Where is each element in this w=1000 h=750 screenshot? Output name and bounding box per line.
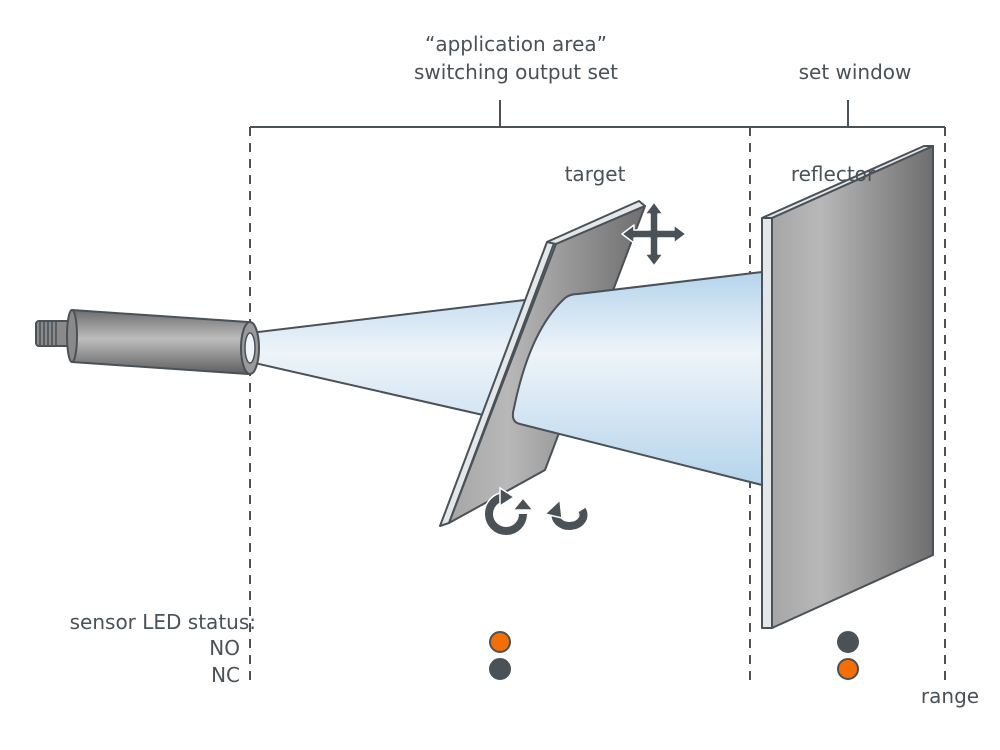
sensor-device: [35, 309, 260, 375]
led-no-label: NO: [209, 636, 240, 660]
range-label: range: [921, 684, 979, 708]
led-window-no: [837, 631, 859, 653]
reflector-plate: [761, 145, 934, 629]
set-window-label: set window: [799, 60, 912, 84]
rotate-ccw-icon: [543, 498, 588, 530]
application-area-label-line2: switching output set: [414, 60, 618, 84]
led-window-nc: [837, 658, 859, 680]
led-status-title: sensor LED status:: [70, 610, 256, 634]
target-label: target: [565, 162, 626, 186]
application-area-bracket: [250, 100, 750, 128]
application-area-label-line1: “application area”: [425, 32, 607, 56]
led-application-nc: [489, 658, 511, 680]
move-arrows-icon: [621, 201, 687, 267]
light-beam-far: [511, 271, 763, 486]
light-beam-near: [249, 299, 526, 421]
set-window-bracket: [750, 100, 945, 128]
reflector-label: reflector: [791, 162, 876, 186]
led-nc-label: NC: [211, 663, 240, 687]
led-application-no: [489, 631, 511, 653]
rotate-cw-icon: [483, 486, 535, 537]
